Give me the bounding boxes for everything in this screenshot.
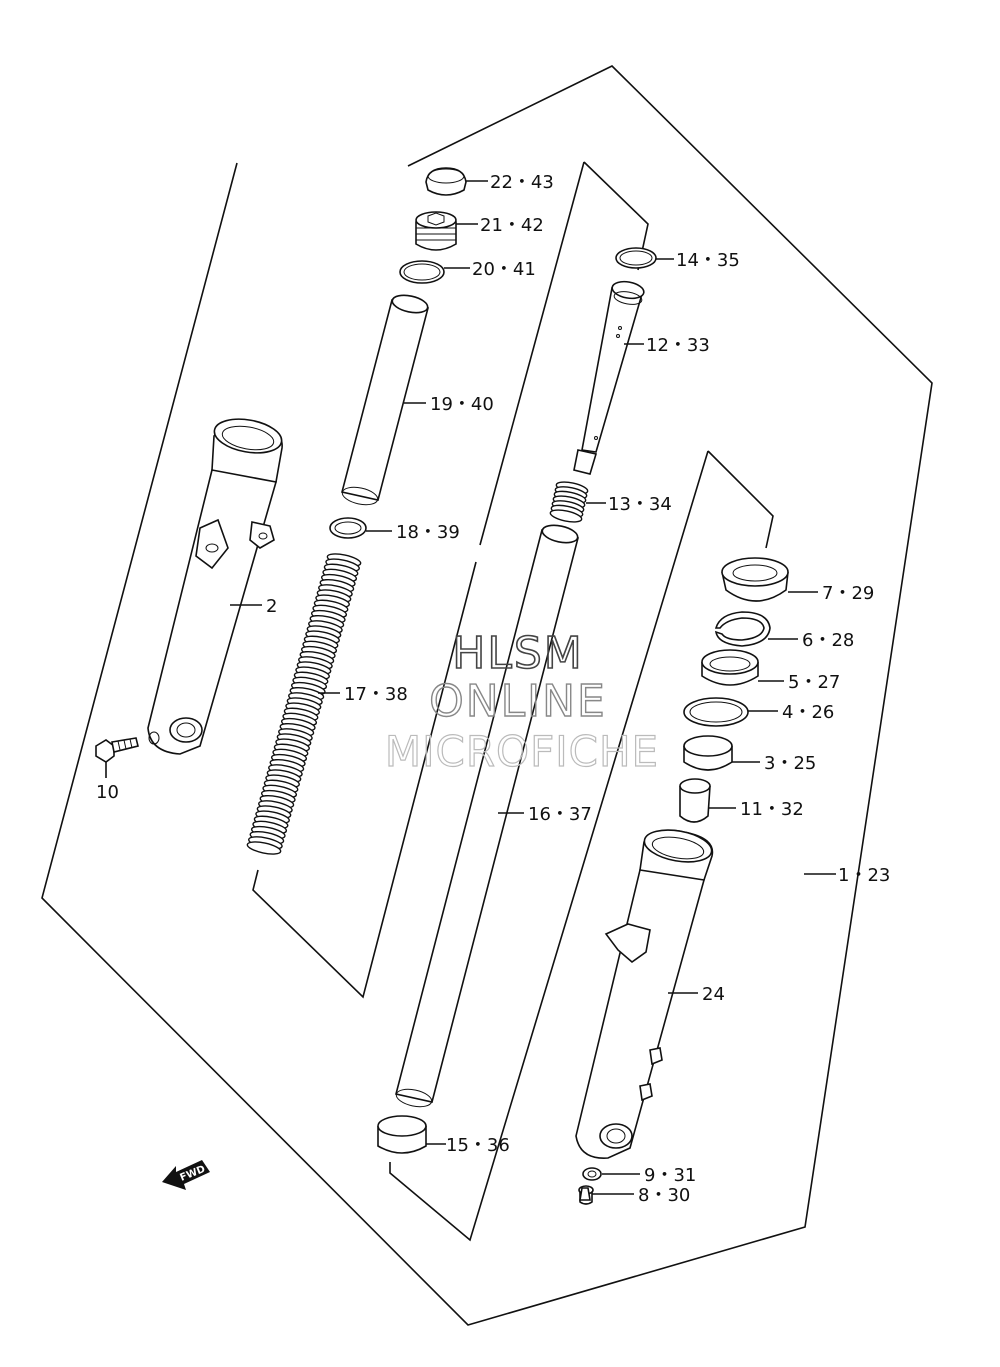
callout-24: 24	[702, 984, 725, 1005]
part-rebound-spring	[549, 481, 589, 523]
callout-9-31: 9・31	[644, 1165, 696, 1186]
callout-16-37: 16・37	[528, 804, 592, 825]
part-seal-washer	[683, 697, 749, 727]
part-damper-bolt	[578, 1185, 594, 1205]
group-outline-damper	[479, 161, 585, 546]
part-damper-rod	[573, 280, 645, 475]
spring-coil	[246, 841, 282, 855]
callout-18-39: 18・39	[396, 522, 460, 543]
callout-17-38: 17・38	[344, 684, 408, 705]
part-oil-seal	[701, 649, 759, 686]
part-outer-tube-right	[575, 829, 714, 1159]
part-dust-seal	[721, 557, 789, 602]
callout-8-30: 8・30	[638, 1185, 690, 1206]
callout-12-33: 12・33	[646, 335, 710, 356]
part-gasket	[582, 1167, 602, 1181]
watermark-line3: MICROFICHE	[385, 727, 659, 776]
callout-2: 2	[266, 596, 277, 617]
part-o-ring	[399, 260, 445, 284]
part-stopper-ring	[714, 611, 771, 647]
part-outer-tube-left	[147, 418, 283, 755]
callout-15-36: 15・36	[446, 1135, 510, 1156]
part-spring-seat	[329, 517, 367, 539]
callout-6-28: 6・28	[802, 630, 854, 651]
callout-4-26: 4・26	[782, 702, 834, 723]
group-outline-right-leg	[707, 450, 774, 549]
part-piston-ring	[615, 247, 657, 269]
leader-lines	[105, 180, 836, 1195]
part-drain-bolt	[95, 737, 139, 763]
watermark-line1: HLSM	[452, 628, 584, 679]
callout-11-32: 11・32	[740, 799, 804, 820]
callout-1-23: 1・23	[838, 865, 890, 886]
callout-3-25: 3・25	[764, 753, 816, 774]
part-cap	[425, 167, 467, 196]
callout-7-29: 7・29	[822, 583, 874, 604]
callout-labels: 22・43 21・42 20・41 19・40 18・39 17・38 16・3…	[96, 172, 890, 1206]
part-spacer-tube	[341, 294, 429, 506]
callout-5-27: 5・27	[788, 672, 840, 693]
part-slide-bushing	[377, 1115, 427, 1154]
group-outline-damper-c	[252, 561, 477, 999]
part-inner-tube	[395, 524, 579, 1108]
callout-14-35: 14・35	[676, 250, 740, 271]
callout-21-42: 21・42	[480, 215, 544, 236]
callout-20-41: 20・41	[472, 259, 536, 280]
watermark: HLSM ONLINE MICROFICHE	[384, 627, 659, 776]
part-oil-lock-piece	[679, 778, 711, 823]
callout-19-40: 19・40	[430, 394, 494, 415]
group-outline-right-leg-b	[389, 450, 709, 1242]
spring-coil	[549, 509, 583, 523]
watermark-line2: ONLINE	[429, 676, 607, 727]
part-cap-bolt	[415, 211, 457, 251]
callout-10: 10	[96, 782, 119, 803]
callout-13-34: 13・34	[608, 494, 672, 515]
assembly-outline	[41, 65, 933, 1326]
part-fork-spring	[246, 553, 362, 855]
forward-direction-badge: FWD	[162, 1160, 210, 1190]
part-guide-bushing	[683, 735, 733, 771]
callout-22-43: 22・43	[490, 172, 554, 193]
